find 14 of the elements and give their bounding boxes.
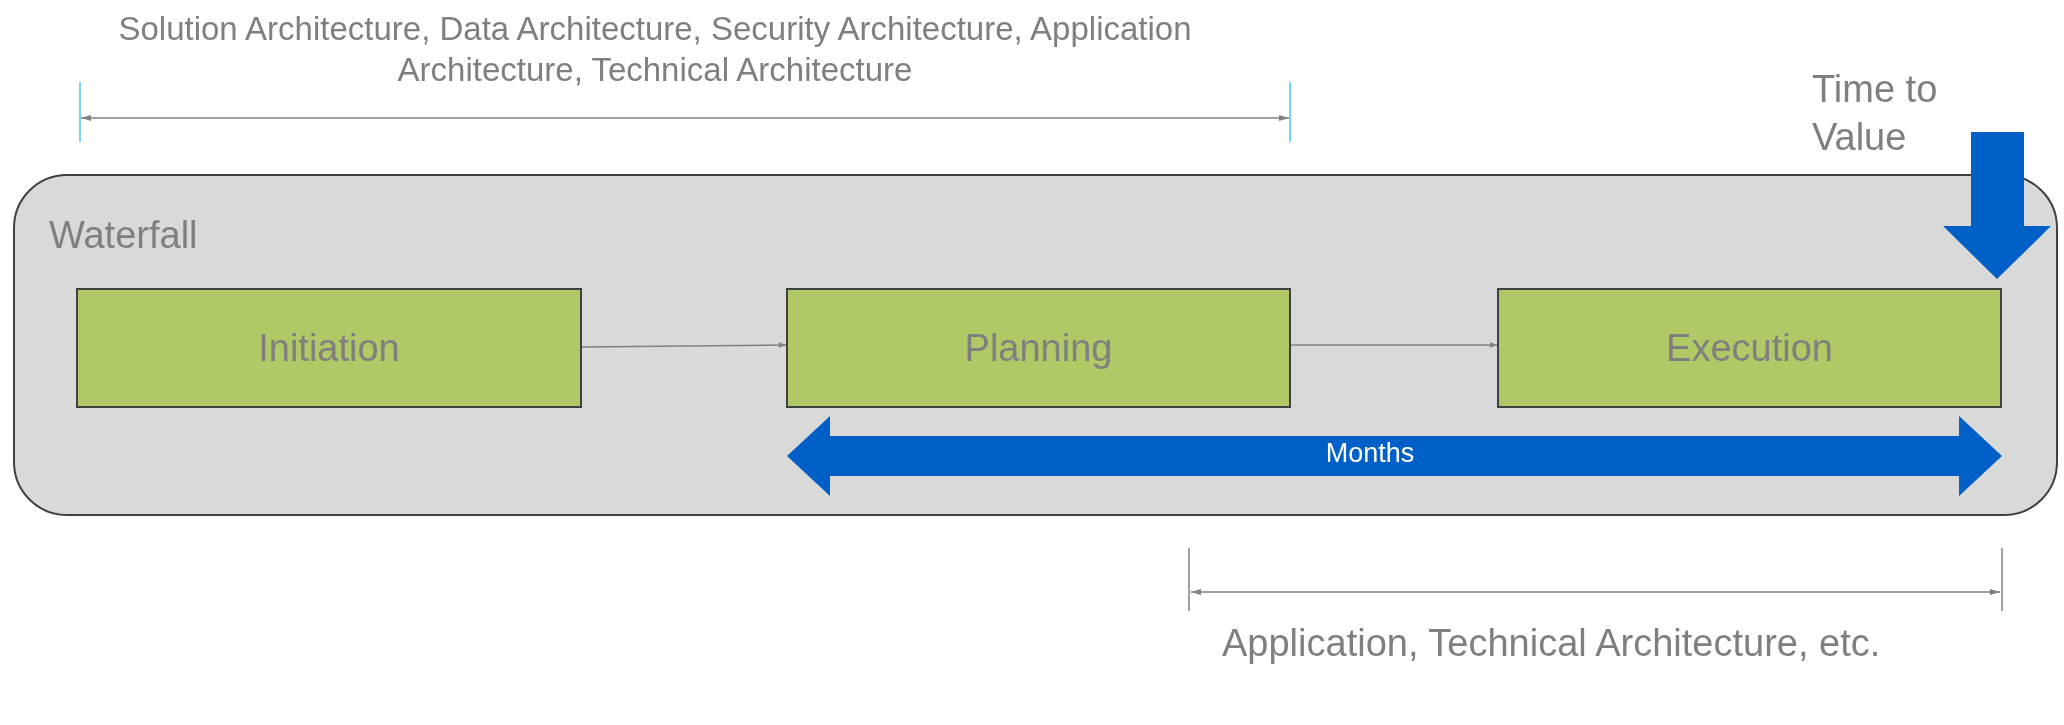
arrow: [581, 342, 787, 348]
process-box: [76, 288, 582, 408]
process-box: [786, 288, 1291, 408]
step-label: Initiation: [258, 326, 400, 370]
note-text: Solution Architecture, Data Architecture, Security Architecture, Application Architecture, Technical Architecture: [117, 9, 1193, 91]
container-title: Waterfall: [49, 214, 198, 257]
arrow: [1290, 342, 1498, 348]
phase-container: [13, 174, 2058, 516]
note-text: Application, Technical Architecture, etc.: [1222, 621, 1882, 666]
annotation-text: Time to Value: [1812, 67, 1939, 160]
process-box: [1497, 288, 2002, 408]
step-label: Planning: [964, 326, 1113, 370]
step-label: Execution: [1666, 326, 1833, 370]
arrow-label: Months: [1324, 437, 1416, 470]
